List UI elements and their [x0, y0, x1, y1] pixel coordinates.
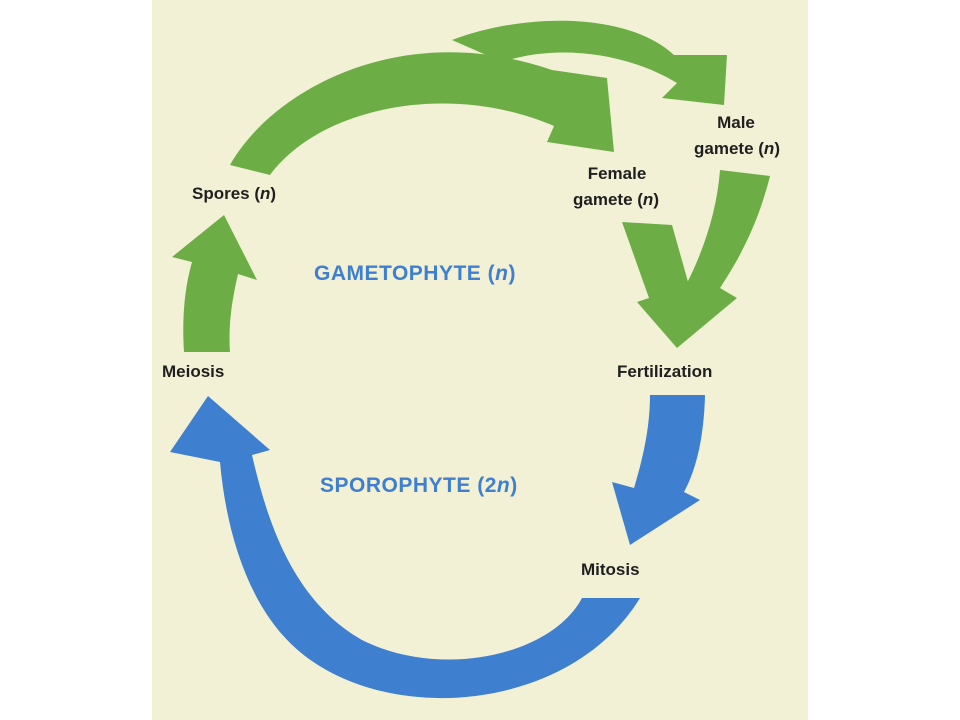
- mitosis-to-meiosis-arrow: [170, 396, 640, 699]
- life-cycle-figure: Spores (n) Male gamete (n) Female gamete…: [152, 0, 808, 720]
- alternation-of-generations-diagram: Spores (n) Male gamete (n) Female gamete…: [162, 20, 780, 699]
- female-gamete-label: Female: [588, 164, 647, 183]
- spores-to-male-gamete-arrow: [452, 20, 727, 105]
- meiosis-label: Meiosis: [162, 362, 224, 381]
- gametophyte-phase-label: GAMETOPHYTE (n): [314, 262, 516, 285]
- mitosis-label: Mitosis: [581, 560, 640, 579]
- male-gamete-to-fertilization-arrow: [670, 170, 770, 348]
- spores-label: Spores (n): [192, 184, 276, 203]
- fertilization-to-mitosis-arrow: [612, 395, 705, 545]
- male-gamete-label-line2: gamete (n): [694, 139, 780, 158]
- meiosis-to-spores-arrow: [172, 215, 257, 352]
- female-gamete-label-line2: gamete (n): [573, 190, 659, 209]
- gametophyte-arrows: [172, 20, 770, 352]
- sporophyte-phase-label: SPOROPHYTE (2n): [320, 474, 518, 497]
- sporophyte-arrows: [170, 395, 705, 699]
- stage-labels: Spores (n) Male gamete (n) Female gamete…: [162, 113, 780, 579]
- fertilization-label: Fertilization: [617, 362, 712, 381]
- male-gamete-label: Male: [717, 113, 755, 132]
- phase-labels: GAMETOPHYTE (n) SPOROPHYTE (2n): [314, 262, 518, 497]
- spores-to-female-gamete-arrow: [230, 52, 614, 175]
